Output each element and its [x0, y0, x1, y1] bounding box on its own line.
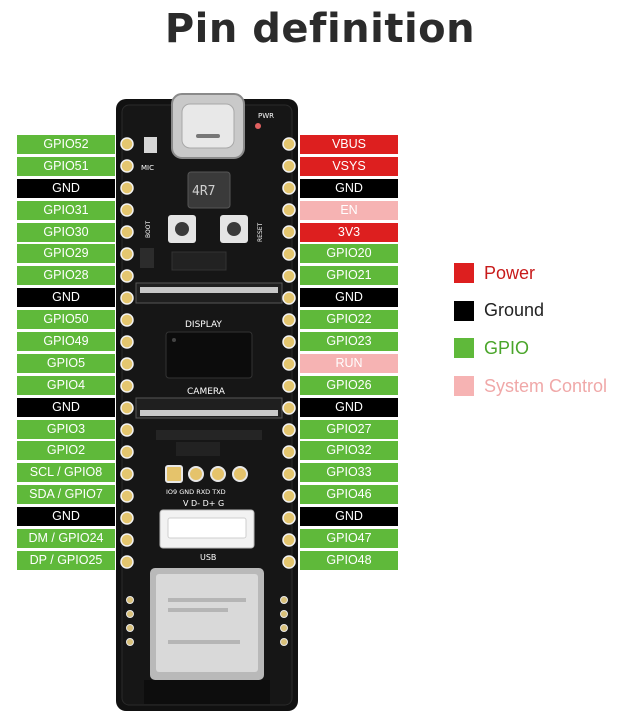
left-pin-gpio50: GPIO50: [17, 310, 115, 330]
left-pin-gnd: GND: [17, 288, 115, 308]
right-pin-gpio48: GPIO48: [300, 550, 398, 570]
right-pin-gpio21: GPIO21: [300, 266, 398, 286]
left-pin-gnd: GND: [17, 397, 115, 417]
right-pin-gpio20: GPIO20: [300, 244, 398, 264]
right-pin-gpio32: GPIO32: [300, 441, 398, 461]
usb-label: USB: [200, 553, 216, 562]
left-pin-dp-gpio25: DP / GPIO25: [17, 550, 115, 570]
right-pin-gpio22: GPIO22: [300, 310, 398, 330]
pwr-label: PWR: [258, 112, 274, 120]
right-pin-gpio33: GPIO33: [300, 463, 398, 483]
left-pin-gpio29: GPIO29: [17, 244, 115, 264]
legend-label-system: System Control: [484, 375, 608, 396]
legend-swatch-gpio: [454, 338, 474, 359]
left-pin-gpio3: GPIO3: [17, 419, 115, 439]
legend-swatch-ground: [454, 300, 474, 321]
debug-pins-label: IO9 GND RXD TXD: [166, 488, 226, 496]
inductor-label: 4R7: [192, 184, 215, 199]
left-pin-gpio31: GPIO31: [17, 200, 115, 220]
legend-label-gpio: GPIO: [484, 337, 530, 358]
mic-label: MIC: [141, 164, 154, 172]
left-pin-sda-gpio7: SDA / GPIO7: [17, 485, 115, 505]
right-pin-3v3: 3V3: [300, 222, 398, 242]
legend-swatch-system: [454, 376, 474, 397]
left-pin-gpio51: GPIO51: [17, 156, 115, 176]
left-pin-dm-gpio24: DM / GPIO24: [17, 529, 115, 549]
left-pin-gpio2: GPIO2: [17, 441, 115, 461]
left-pin-gpio4: GPIO4: [17, 375, 115, 395]
legend-item-ground: Ground: [454, 300, 607, 321]
left-pin-gpio28: GPIO28: [17, 266, 115, 286]
left-pin-gpio30: GPIO30: [17, 222, 115, 242]
right-pin-gnd: GND: [300, 288, 398, 308]
legend-item-gpio: GPIO: [454, 337, 607, 359]
boot-label: BOOT: [145, 221, 152, 238]
right-pin-vsys: VSYS: [300, 156, 398, 176]
page-title: Pin definition: [164, 6, 476, 52]
right-pin-run: RUN: [300, 353, 398, 373]
left-pin-gnd: GND: [17, 178, 115, 198]
right-pin-gnd: GND: [300, 507, 398, 527]
right-pin-gnd: GND: [300, 178, 398, 198]
right-pin-en: EN: [300, 200, 398, 220]
left-pin-scl-gpio8: SCL / GPIO8: [17, 463, 115, 483]
left-pin-gpio5: GPIO5: [17, 353, 115, 373]
reset-label: RESET: [257, 222, 264, 242]
left-pin-gnd: GND: [17, 507, 115, 527]
legend-item-system: System Control: [454, 375, 608, 397]
usb-pins-label: V D- D+ G: [183, 499, 224, 508]
right-pin-gpio26: GPIO26: [300, 375, 398, 395]
legend-swatch-power: [454, 263, 474, 283]
left-pin-gpio52: GPIO52: [17, 135, 115, 154]
legend-label-ground: Ground: [484, 300, 545, 321]
right-pin-gpio46: GPIO46: [300, 485, 398, 505]
right-pin-vbus: VBUS: [300, 135, 398, 154]
left-pin-gpio49: GPIO49: [17, 332, 115, 352]
right-pin-gnd: GND: [300, 397, 398, 417]
right-pin-gpio47: GPIO47: [300, 529, 398, 549]
legend-item-power: Power: [454, 263, 607, 283]
camera-label: CAMERA: [187, 387, 226, 397]
right-pin-gpio23: GPIO23: [300, 332, 398, 352]
legend-label-power: Power: [484, 262, 536, 283]
right-pin-gpio27: GPIO27: [300, 419, 398, 439]
display-label: DISPLAY: [185, 320, 222, 330]
